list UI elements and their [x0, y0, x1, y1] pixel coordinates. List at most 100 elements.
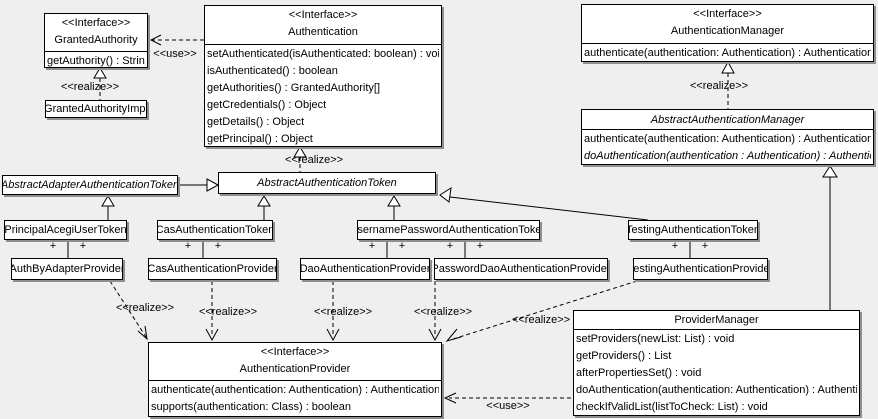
class-title: UsernamePasswordAuthenticationToken	[358, 221, 539, 239]
class-title: AbstractAuthenticationToken	[219, 173, 435, 193]
method: getProviders() : List	[576, 350, 672, 362]
method: isAuthenticated() : boolean	[207, 65, 338, 77]
class-granted-authority[interactable]: <<Interface>> GrantedAuthority getAuthor…	[44, 13, 148, 68]
class-title: GrantedAuthorityImpl	[46, 101, 146, 117]
class-abstract-authentication-manager[interactable]: AbstractAuthenticationManager authentica…	[581, 109, 874, 165]
class-principal-acegi-user-token[interactable]: PrincipalAcegiUserToken	[4, 220, 127, 240]
realize-label-password-dao-authentication-provider: <<realize>>	[413, 306, 473, 318]
association-plus: +	[79, 240, 87, 252]
association-plus: +	[701, 240, 709, 252]
association-plus: +	[184, 240, 192, 252]
realize-label-cas-authentication-provider: <<realize>>	[198, 306, 258, 318]
stereotype: <<Interface>>	[693, 8, 762, 20]
class-name: PasswordDaoAuthenticationProvider	[435, 262, 607, 275]
association-plus: +	[446, 240, 454, 252]
class-password-dao-authentication-provider[interactable]: PasswordDaoAuthenticationProvider	[434, 258, 608, 280]
association-plus: +	[49, 240, 57, 252]
realize-label-dao-authentication-provider: <<realize>>	[313, 306, 373, 318]
class-title: TestingAuthenticationToken	[629, 221, 757, 239]
class-title: <<Interface>> Authentication	[205, 6, 441, 44]
class-authentication-provider[interactable]: <<Interface>> AuthenticationProvider aut…	[148, 342, 442, 417]
class-title: ProviderManager	[574, 311, 859, 329]
methods-compartment: authenticate(authentication: Authenticat…	[149, 380, 441, 416]
method: getAuthorities() : GrantedAuthority[]	[207, 82, 381, 94]
class-name: DaoAuthenticationProvider	[301, 262, 429, 275]
class-abstract-authentication-token[interactable]: AbstractAuthenticationToken	[218, 172, 436, 194]
class-username-password-authentication-token[interactable]: UsernamePasswordAuthenticationToken	[357, 220, 540, 240]
stereotype: <<Interface>>	[260, 346, 330, 358]
class-name: AuthenticationProvider	[239, 363, 351, 375]
method: authenticate(authentication: Authenticat…	[584, 47, 871, 59]
class-name: AuthByAdapterProvider	[12, 262, 122, 275]
method: checkIfValidList(listToCheck: List) : vo…	[576, 401, 768, 413]
method: authenticate(authentication: Authenticat…	[151, 384, 439, 396]
class-title: AuthByAdapterProvider	[12, 259, 122, 279]
class-name: AbstractAdapterAuthenticationToken	[3, 178, 177, 191]
class-authentication-manager[interactable]: <<Interface>> AuthenticationManager auth…	[581, 4, 874, 62]
class-name: AbstractAuthenticationManager	[650, 114, 805, 126]
class-name: UsernamePasswordAuthenticationToken	[358, 223, 539, 236]
realize-label-abstract-authentication-manager: <<realize>>	[689, 80, 749, 92]
stereotype: <<Interface>>	[61, 17, 131, 29]
method: getCredentials() : Object	[207, 99, 327, 111]
class-title: AbstractAdapterAuthenticationToken	[3, 176, 177, 194]
class-name: AuthenticationManager	[670, 25, 785, 37]
class-cas-authentication-provider[interactable]: CasAuthenticationProvider	[148, 258, 277, 280]
method: doAuthentication(authentication: Authent…	[576, 384, 857, 396]
class-granted-authority-impl[interactable]: GrantedAuthorityImpl	[45, 100, 147, 118]
realize-label-auth-by-adapter-provider: <<realize>>	[115, 302, 175, 314]
method-abstract: doAuthentication(authentication : Authen…	[584, 150, 871, 162]
methods-compartment: setAuthenticated(isAuthenticated: boolea…	[205, 44, 441, 148]
class-name: PrincipalAcegiUserToken	[5, 223, 126, 236]
class-testing-authentication-provider[interactable]: TestingAuthenticationProvider	[633, 258, 768, 280]
class-title: DaoAuthenticationProvider	[301, 259, 429, 279]
realize-label-testing-authentication-provider: <<realize>>	[511, 314, 571, 326]
class-name: GrantedAuthorityImpl	[46, 102, 146, 115]
class-name: GrantedAuthority	[54, 34, 138, 46]
class-name: ProviderManager	[674, 314, 759, 326]
class-name: CasAuthenticationProvider	[149, 262, 276, 275]
association-plus: +	[476, 240, 484, 252]
method: afterPropertiesSet() : void	[576, 367, 702, 379]
method: authenticate(authentication: Authenticat…	[584, 133, 871, 145]
class-title: PasswordDaoAuthenticationProvider	[435, 259, 607, 279]
association-plus: +	[214, 240, 222, 252]
method: setProviders(newList: List) : void	[576, 333, 735, 345]
class-auth-by-adapter-provider[interactable]: AuthByAdapterProvider	[11, 258, 123, 280]
class-title: AbstractAuthenticationManager	[582, 110, 873, 129]
class-name: AbstractAuthenticationToken	[257, 176, 397, 189]
class-dao-authentication-provider[interactable]: DaoAuthenticationProvider	[300, 258, 430, 280]
realize-label-abstract-authentication-token: <<realize>>	[284, 154, 344, 166]
methods-compartment: setProviders(newList: List) : void getPr…	[574, 329, 859, 416]
class-name: TestingAuthenticationToken	[629, 223, 757, 236]
stereotype: <<Interface>>	[288, 9, 358, 21]
class-title: CasAuthenticationProvider	[149, 259, 276, 279]
method: getDetails() : Object	[207, 116, 305, 128]
realize-label-granted-authority-impl: <<realize>>	[60, 81, 120, 93]
methods-compartment: authenticate(authentication: Authenticat…	[582, 129, 873, 165]
class-testing-authentication-token[interactable]: TestingAuthenticationToken	[628, 220, 758, 240]
use-label-provider-manager: <<use>>	[486, 400, 530, 412]
method: supports(authentication: Class) : boolea…	[151, 401, 351, 413]
class-abstract-adapter-authentication-token[interactable]: AbstractAdapterAuthenticationToken	[2, 175, 178, 195]
method: setAuthenticated(isAuthenticated: boolea…	[207, 48, 439, 60]
class-title: <<Interface>> GrantedAuthority	[45, 14, 147, 51]
class-provider-manager[interactable]: ProviderManager setProviders(newList: Li…	[573, 310, 860, 416]
class-name: TestingAuthenticationProvider	[634, 262, 767, 275]
use-label-authentication-granted-authority: <<use>>	[153, 48, 197, 60]
methods-compartment: authenticate(authentication: Authenticat…	[582, 43, 873, 62]
class-authentication[interactable]: <<Interface>> Authentication setAuthenti…	[204, 5, 442, 147]
class-title: CasAuthenticationToken	[158, 221, 272, 239]
class-name: CasAuthenticationToken	[158, 223, 272, 236]
methods-compartment: getAuthority() : String	[45, 51, 147, 70]
association-plus: +	[671, 240, 679, 252]
method: getAuthority() : String	[47, 55, 145, 67]
class-title: <<Interface>> AuthenticationProvider	[149, 343, 441, 380]
class-cas-authentication-token[interactable]: CasAuthenticationToken	[157, 220, 273, 240]
method: getPrincipal() : Object	[207, 133, 313, 145]
association-plus: +	[368, 240, 376, 252]
class-title: PrincipalAcegiUserToken	[5, 221, 126, 239]
class-title: TestingAuthenticationProvider	[634, 259, 767, 279]
class-name: Authentication	[288, 26, 358, 38]
